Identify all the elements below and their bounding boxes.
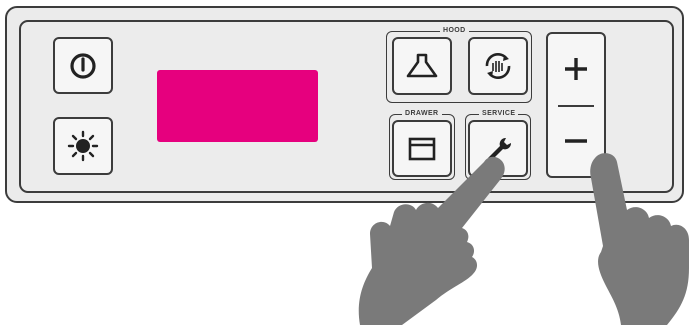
plus-button[interactable] bbox=[548, 34, 604, 104]
filter-cycle-icon bbox=[481, 49, 515, 83]
power-button[interactable] bbox=[53, 37, 113, 94]
light-button[interactable] bbox=[53, 117, 113, 175]
hood-filter-button[interactable] bbox=[468, 37, 528, 95]
drawer-group-label: DRAWER bbox=[402, 110, 442, 118]
service-group-label: SERVICE bbox=[479, 110, 518, 118]
power-icon bbox=[68, 51, 98, 81]
display-screen bbox=[157, 70, 318, 142]
plus-icon bbox=[562, 55, 590, 83]
pointing-hand-service bbox=[350, 150, 520, 325]
light-icon bbox=[67, 130, 99, 162]
pointing-hand-minus bbox=[585, 148, 694, 325]
hood-icon bbox=[405, 52, 439, 80]
hood-fan-button[interactable] bbox=[392, 37, 452, 95]
hood-group-label: HOOD bbox=[440, 27, 469, 35]
